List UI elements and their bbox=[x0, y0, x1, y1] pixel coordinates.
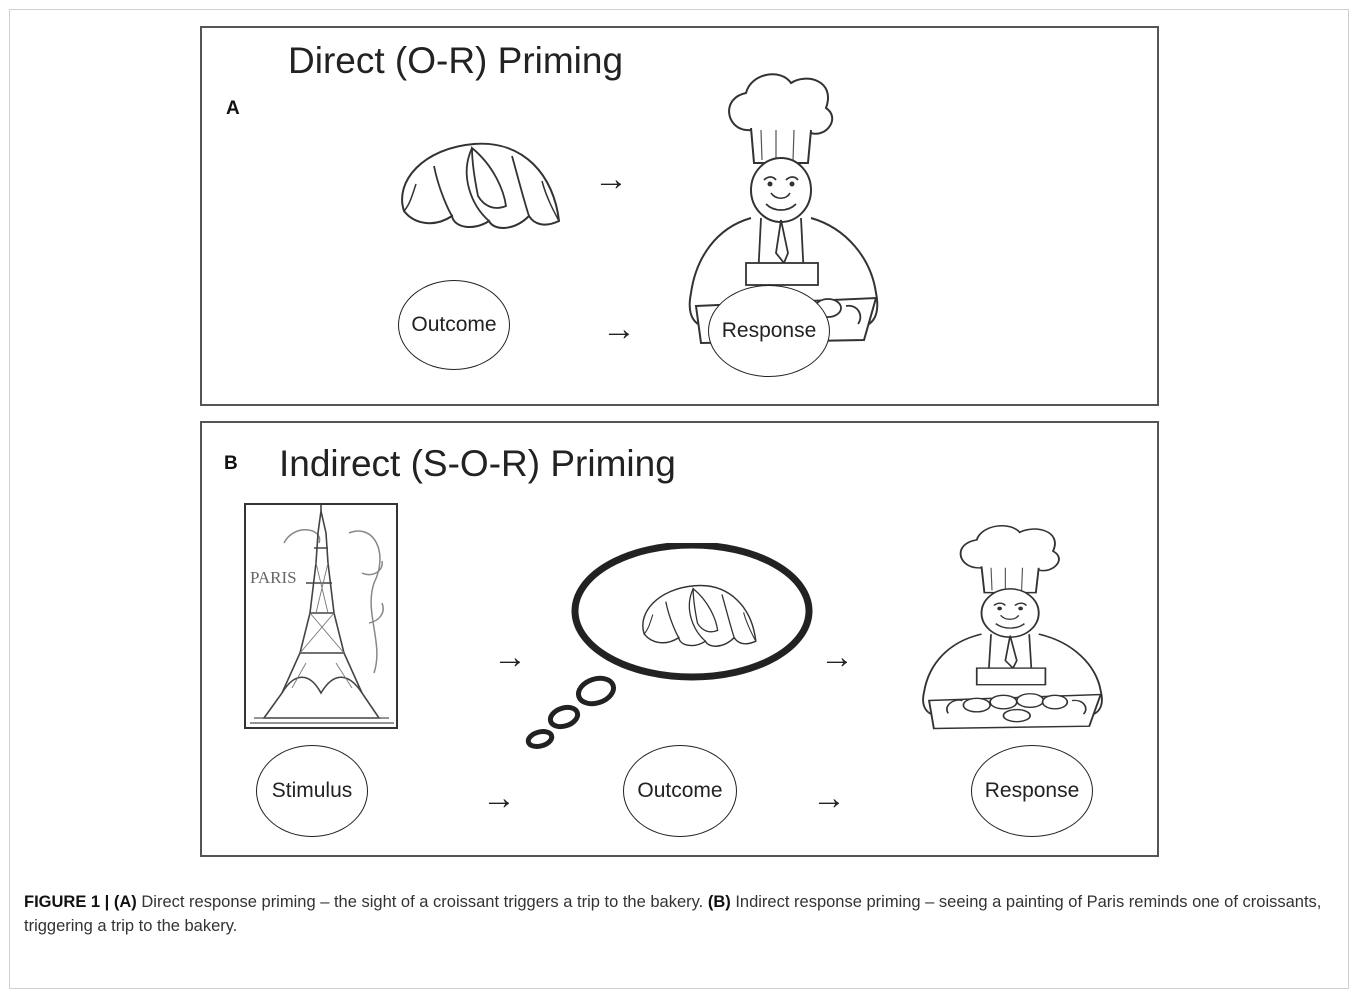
thought-bubble bbox=[525, 543, 813, 749]
response-node-b: Response bbox=[971, 745, 1093, 837]
paris-painting: PARIS bbox=[244, 503, 398, 729]
response-node: Response bbox=[708, 285, 830, 377]
panel-b-bottom-arrow-1: → bbox=[482, 779, 516, 817]
caption-a-text: Direct response priming – the sight of a… bbox=[136, 893, 708, 911]
panel-a-letter: A bbox=[226, 98, 240, 119]
panel-a-top-arrow: → bbox=[594, 160, 628, 198]
panel-b-top-arrow-2: → bbox=[820, 638, 854, 676]
panel-a: A Direct (O-R) Priming → Outcome → Respo… bbox=[200, 26, 1159, 406]
croissant-image bbox=[401, 142, 560, 229]
caption-label: FIGURE 1 | bbox=[24, 893, 114, 911]
caption-b-tag: (B) bbox=[707, 893, 731, 911]
figure-caption: FIGURE 1 | (A) Direct response priming –… bbox=[24, 890, 1344, 938]
panel-b-top-arrow-1: → bbox=[493, 638, 527, 676]
painting-text: PARIS bbox=[250, 568, 297, 587]
outcome-node-b: Outcome bbox=[623, 745, 737, 837]
panel-a-bottom-arrow: → bbox=[602, 310, 636, 348]
caption-a-tag: (A) bbox=[113, 893, 137, 911]
baker-image-b bbox=[922, 524, 1103, 730]
panel-b-letter: B bbox=[224, 453, 238, 474]
panel-b-title: Indirect (S-O-R) Priming bbox=[279, 443, 676, 484]
panel-b: B Indirect (S-O-R) Priming PARIS → → Sti… bbox=[200, 421, 1159, 857]
caption-b-text: Indirect response priming – seeing a pai… bbox=[24, 893, 1322, 935]
panel-a-title: Direct (O-R) Priming bbox=[288, 40, 624, 81]
outcome-node: Outcome bbox=[398, 280, 510, 370]
stimulus-node: Stimulus bbox=[256, 745, 368, 837]
panel-b-bottom-arrow-2: → bbox=[812, 779, 846, 817]
